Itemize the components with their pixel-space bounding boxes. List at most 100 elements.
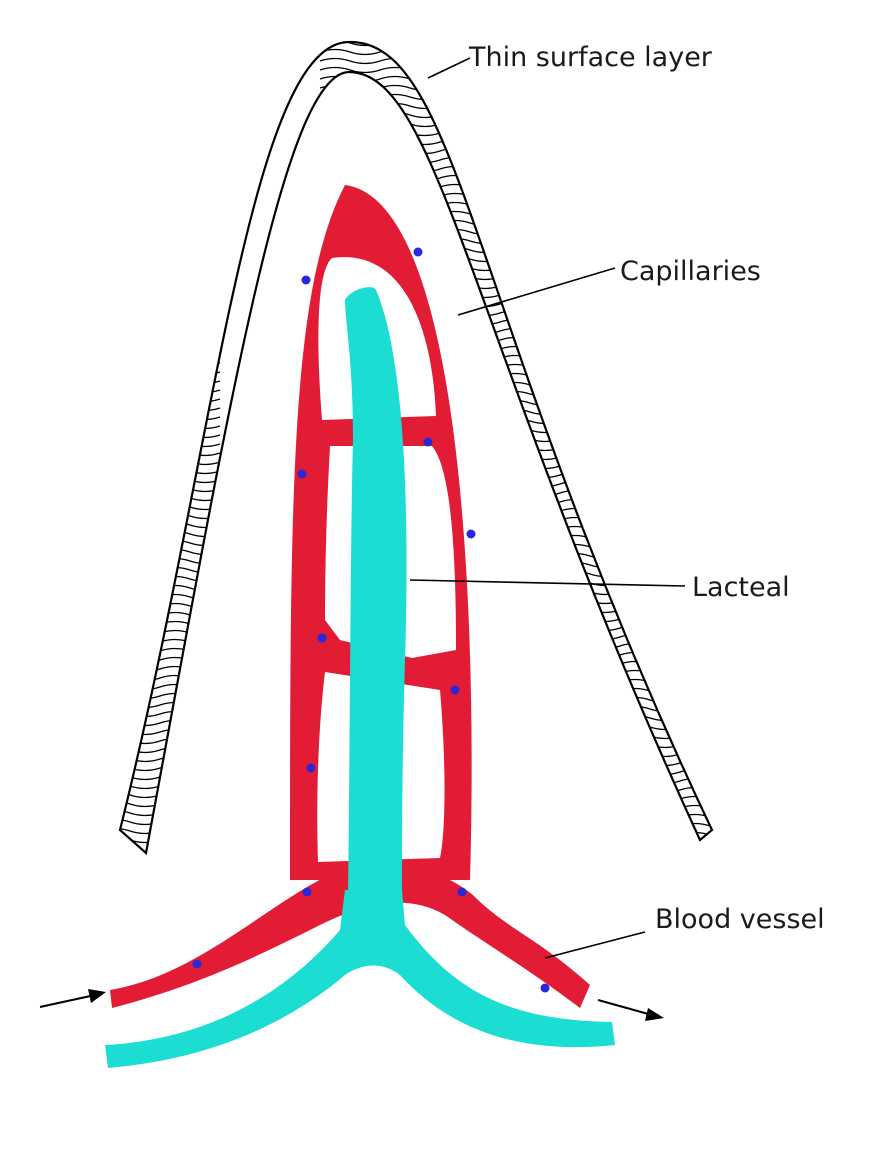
hatch-stripe [319,138,711,146]
hatch-stripe [120,80,221,88]
blood-cells [192,247,550,993]
hatch-stripe [319,120,711,128]
label-thin-surface-layer: Thin surface layer [468,42,713,73]
blood-cell [413,247,423,257]
label-lacteal: Lacteal [692,572,790,603]
hatch-stripe [319,93,711,101]
hatch-stripe [120,791,221,799]
hatch-stripe [120,71,221,79]
hatch-stripe [120,836,221,844]
hatch-stripe [120,809,221,817]
hatch-stripe [120,215,221,223]
hatch-stripe [319,102,711,110]
leader-capillaries [457,267,616,316]
hatch-stripe [120,386,221,394]
hatch-stripe [319,192,711,200]
hatch-stripe [120,269,221,277]
hatch-stripe [120,134,221,142]
hatch-stripe [120,197,221,205]
hatch-stripe [120,89,221,97]
blood-cell [301,275,311,285]
hatch-stripe [120,296,221,304]
hatch-stripe [120,179,221,187]
hatch-stripe [120,341,221,349]
leader-lines [409,57,686,959]
hatch-stripe [120,98,221,106]
hatch-stripe [319,174,711,182]
hatch-stripe [120,206,221,214]
hatch-stripe [120,584,221,592]
hatch-stripe [120,575,221,583]
hatch-stripe [120,62,221,70]
lacteal-vessel [105,890,615,1068]
hatch-stripe [120,818,221,826]
blood-cell [297,469,307,479]
blood-cell [457,887,467,897]
flow-arrows [39,989,664,1021]
hatch-stripe [120,638,221,646]
blood-vessel [110,863,590,1008]
hatch-stripe [120,41,221,43]
hatch-stripe [100,865,220,870]
hatch-stripe [319,147,711,155]
hatch-stripe [120,629,221,637]
hatch-stripe [120,620,221,628]
hatch-stripe [120,557,221,565]
hatch-stripe [120,350,221,358]
hatch-stripe [120,44,221,52]
hatch-stripe [120,800,221,808]
hatch-stripe [120,116,221,124]
hatch-stripe [120,305,221,313]
hatch-stripe [120,332,221,340]
outflow-arrow-icon [597,999,664,1021]
label-capillaries: Capillaries [620,256,761,287]
leader-lacteal [409,579,686,587]
blood-cell [317,633,327,643]
hatch-stripe [120,611,221,619]
hatch-stripe [319,165,711,173]
hatch-stripe [120,323,221,331]
hatch-stripe [120,278,221,286]
hatch-stripe [100,856,220,861]
blood-cell [466,529,476,539]
blood-cell [192,959,202,969]
hatch-stripe [120,404,221,412]
hatch-stripe [120,287,221,295]
labels: Thin surface layer Capillaries Lacteal B… [468,42,825,935]
hatch-stripe [319,129,711,137]
hatch-stripe [120,251,221,259]
hatch-stripe [319,84,711,92]
hatch-stripe [120,125,221,133]
hatch-stripe [120,368,221,376]
blood-cell [450,685,460,695]
lacteal-duct [345,287,407,891]
hatch-stripe [120,395,221,403]
hatch-stripe [319,111,711,119]
leader-surface [427,57,471,79]
hatch-stripe [120,53,221,61]
blood-cell [540,983,550,993]
hatch-stripe [120,161,221,169]
hatch-stripe [120,188,221,196]
blood-cell [302,887,312,897]
blood-cell [423,437,433,447]
hatch-stripe [120,377,221,385]
label-blood-vessel: Blood vessel [655,904,825,935]
hatch-stripe [319,183,711,191]
hatch-stripe [120,845,221,853]
lacteal [105,287,615,1068]
hatch-stripe [120,422,221,430]
hatch-stripe [120,260,221,268]
blood-cell [306,763,316,773]
hatch-stripe [120,224,221,232]
hatch-stripe [120,170,221,178]
hatch-stripe [120,359,221,367]
hatch-stripe [320,32,710,37]
hatch-stripe [120,782,221,790]
hatch-stripe [120,314,221,322]
hatch-stripe [120,413,221,421]
hatch-stripe [120,566,221,574]
hatch-stripe [120,593,221,601]
hatch-stripe [319,156,711,164]
